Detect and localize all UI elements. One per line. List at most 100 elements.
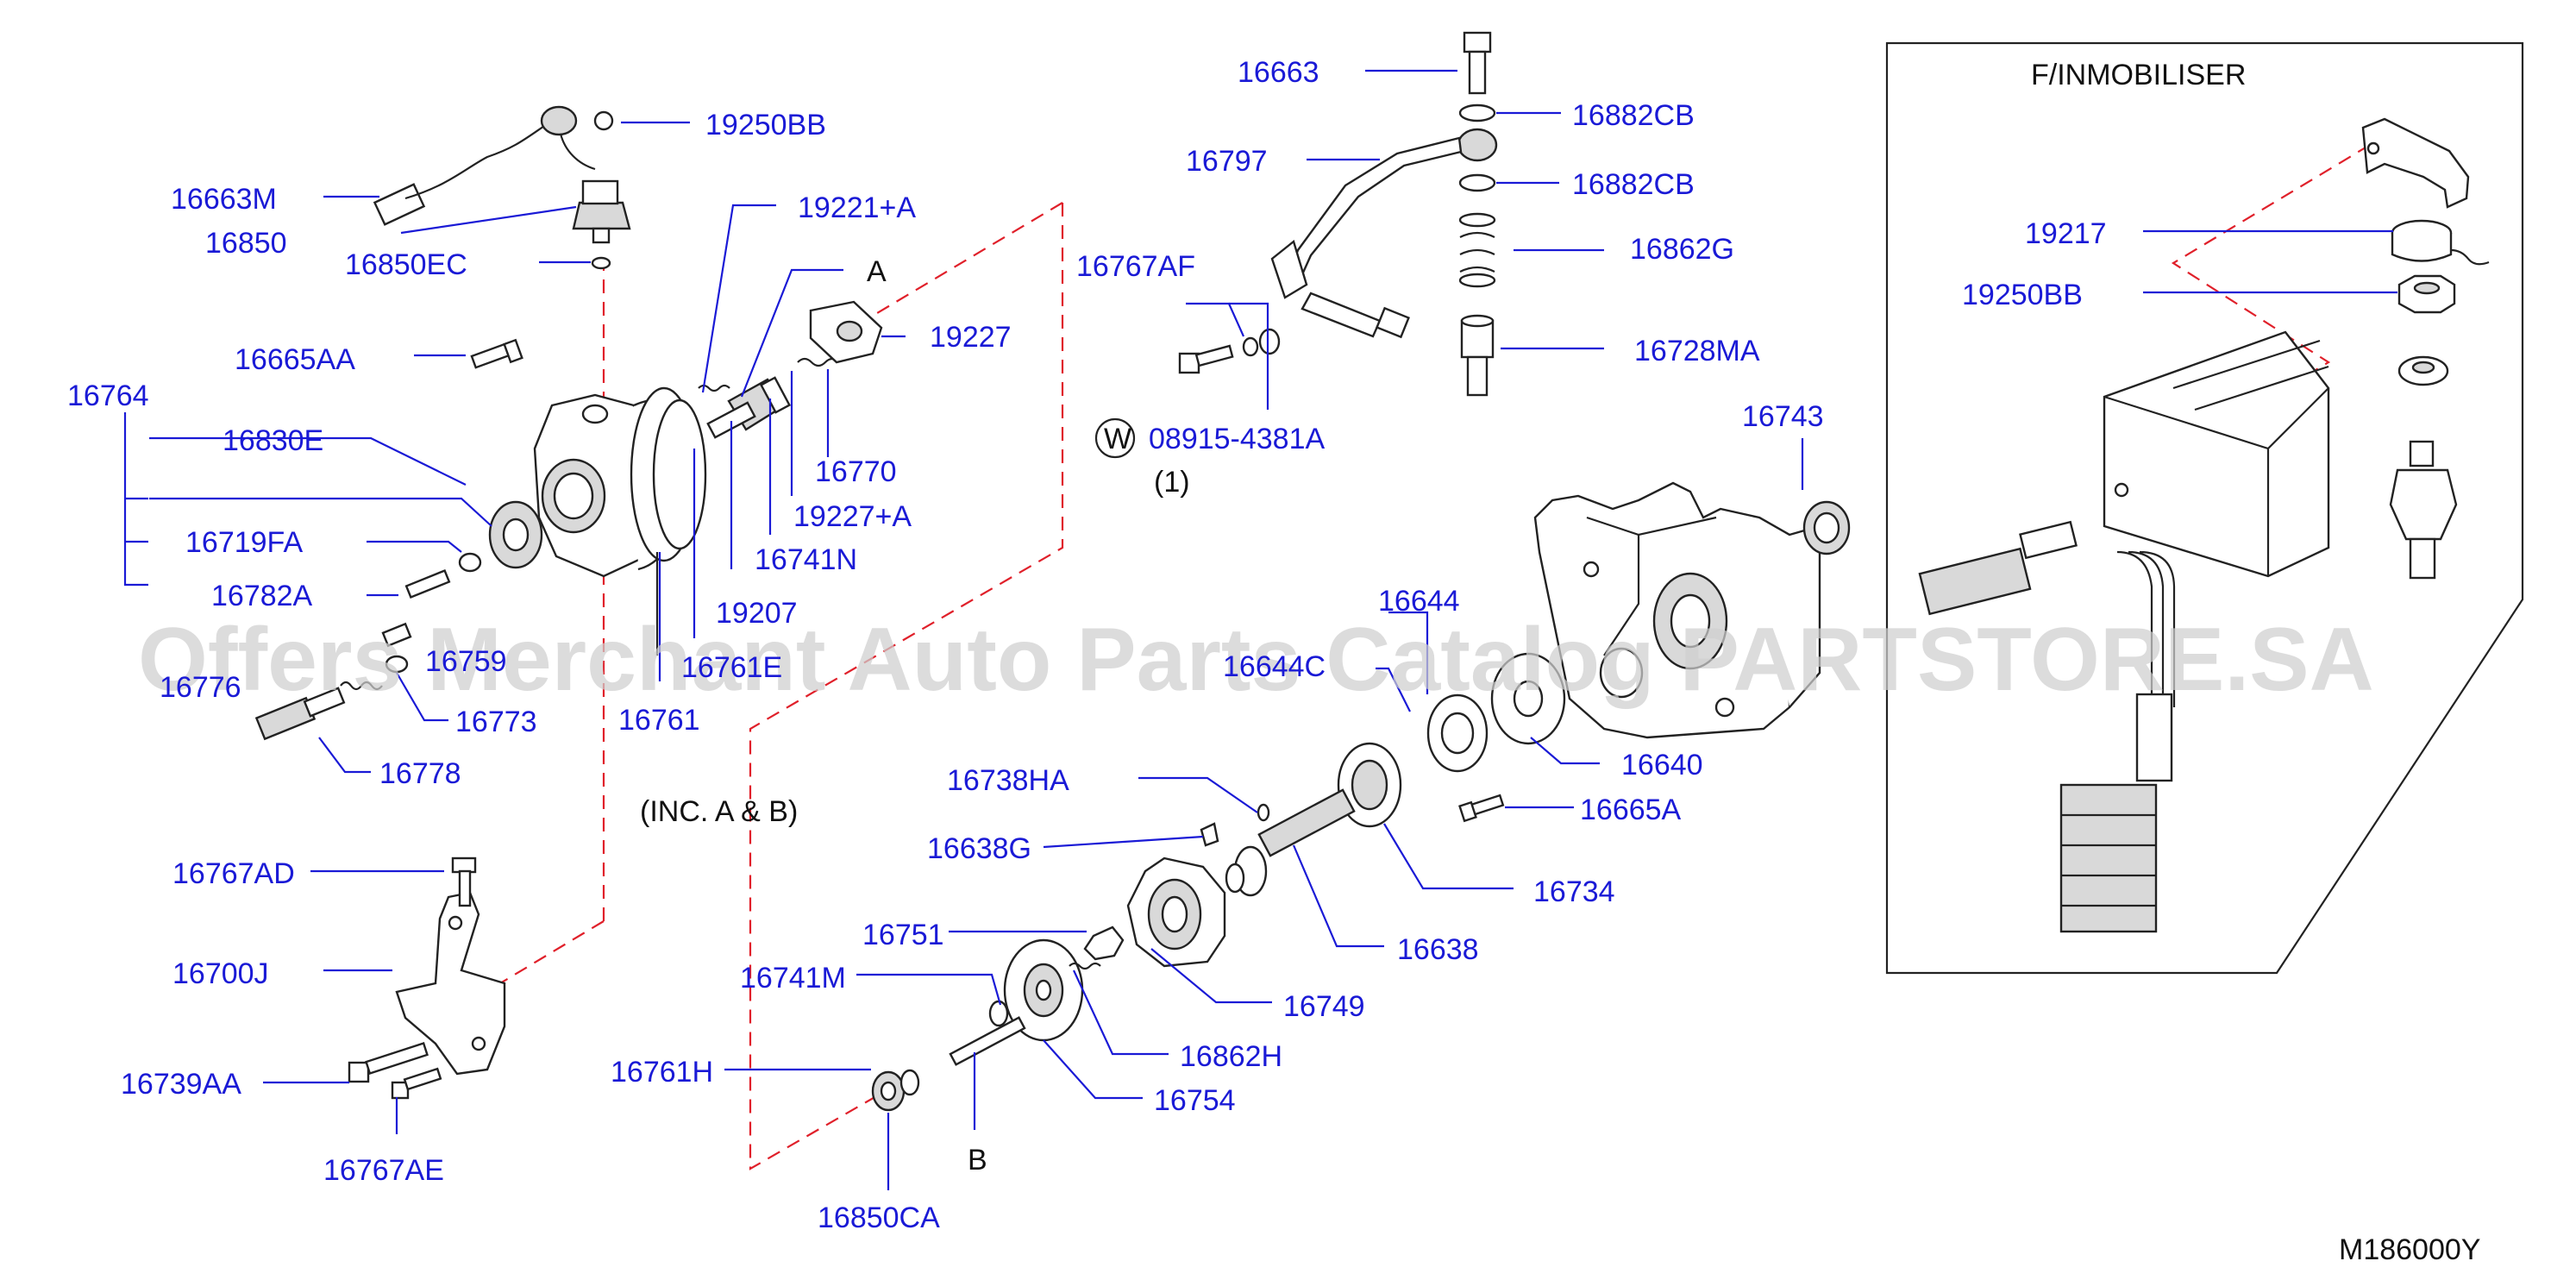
label-16862G: 16862G (1630, 233, 1734, 266)
cam-disc-16734-part (1337, 742, 1402, 828)
label-16767AF: 16767AF (1076, 250, 1195, 283)
label-W: W (1104, 423, 1131, 455)
label-16882CB-1: 16882CB (1572, 99, 1695, 132)
label-19207: 19207 (716, 597, 798, 630)
label-16728MA: 16728MA (1634, 335, 1760, 367)
clamp-inset-part (2361, 117, 2470, 209)
label-16644: 16644 (1378, 585, 1460, 618)
ring-16644-part (1426, 693, 1489, 773)
label-08915-4381A: 08915-4381A (1149, 423, 1326, 455)
pump-body-part (1533, 481, 1821, 739)
label-16749: 16749 (1283, 990, 1365, 1023)
fuel-cut-solenoid-part (572, 179, 631, 270)
label-16741N: 16741N (755, 543, 857, 576)
label-19217: 19217 (2025, 217, 2107, 250)
label-16764: 16764 (67, 380, 149, 412)
timer-sensor-16778-part (254, 622, 412, 741)
drive-shaft-16638-part (1225, 788, 1356, 897)
watermark: Offers Merchant Auto Parts Catalog PARTS… (138, 610, 2374, 710)
bolt-16739AA-part (348, 1042, 429, 1083)
feed-pump-16754-part (1003, 938, 1084, 1042)
bolt-16767AD-part (451, 856, 477, 907)
key-16738HA-part (1257, 803, 1270, 822)
spring-16862G-part (1458, 212, 1496, 288)
sensor-probe-inset-part (1918, 520, 2078, 616)
label-16700J: 16700J (172, 957, 269, 990)
key-16638G-part (1200, 822, 1219, 847)
label-16741M: 16741M (740, 962, 846, 995)
label-16850CA: 16850CA (818, 1202, 940, 1234)
label-16882CB-2: 16882CB (1572, 168, 1695, 201)
label-16739AA: 16739AA (121, 1068, 241, 1101)
gear-16749-part (1126, 856, 1226, 968)
label-16773: 16773 (455, 706, 537, 738)
shaft-16741M-part (949, 1000, 1026, 1066)
transponder-19217-part (2391, 219, 2490, 266)
label-16767AE: 16767AE (323, 1154, 444, 1187)
label-16770: 16770 (815, 455, 897, 488)
label-19221A: 19221+A (798, 191, 916, 224)
label-16751: 16751 (862, 919, 944, 951)
label-16850: 16850 (205, 227, 287, 260)
label-16743: 16743 (1742, 400, 1824, 433)
inset-title: F/INMOBILISER (2031, 59, 2246, 91)
bolt-16767AE-part (391, 1067, 442, 1100)
label-16734: 16734 (1533, 875, 1615, 908)
control-lever-16797-part (1270, 128, 1498, 339)
inset-frame (1885, 41, 2524, 975)
label-16850EC: 16850EC (345, 248, 467, 281)
spring-16862H-part (1069, 962, 1101, 970)
label-quantity-1: (1) (1154, 466, 1190, 499)
inset-boundary (2116, 144, 2371, 491)
label-16663: 16663 (1238, 56, 1319, 89)
label-19227A: 19227+A (793, 500, 912, 533)
washer-16882CB-part-2 (1458, 173, 1496, 192)
solenoid-inset-part (2389, 440, 2458, 580)
flange-19227-part (809, 300, 883, 364)
diagram-code: M186000Y (2339, 1233, 2480, 1266)
bolt-16767AF-part (1178, 328, 1281, 374)
washer-16882CB-part-1 (1458, 104, 1496, 122)
immobiliser-control-unit-part (2103, 330, 2330, 578)
nut-19250BB-inset-part (2397, 274, 2456, 314)
label-16830E: 16830E (223, 424, 323, 457)
label-19250BB-inset: 19250BB (1962, 279, 2083, 311)
label-16644C: 16644C (1223, 650, 1326, 683)
plate-16640-part (1490, 652, 1566, 745)
diaphragm-plate-part (630, 386, 707, 562)
label-A: A (867, 255, 887, 288)
bolt-16665AA-part (470, 338, 523, 369)
label-16754: 16754 (1154, 1084, 1236, 1117)
label-16778: 16778 (379, 757, 461, 790)
label-16761E: 16761E (681, 651, 782, 684)
leader-lines (123, 69, 2397, 1190)
screw-16665A-part (1458, 794, 1505, 823)
label-16776: 16776 (160, 671, 241, 704)
assembly-boundary-left (482, 202, 1063, 995)
stud-bolt-16663-part (1463, 31, 1492, 95)
label-inc-a-and-b: (INC. A & B) (640, 795, 798, 828)
roller-assembly-part (404, 500, 543, 599)
label-16719FA: 16719FA (185, 526, 303, 559)
label-16759: 16759 (425, 645, 507, 678)
washer-callout-W: W (1094, 417, 1136, 459)
label-16638: 16638 (1397, 933, 1479, 966)
washer-inset-part (2397, 355, 2449, 386)
label-16738HA: 16738HA (947, 764, 1069, 797)
label-16663M: 16663M (171, 183, 277, 216)
pin-16728MA-part (1460, 314, 1495, 397)
label-16665AA: 16665AA (235, 343, 355, 376)
delivery-valve-parts (698, 357, 840, 439)
label-16638G: 16638G (927, 832, 1031, 865)
wiring-connector-inset-part (2059, 550, 2176, 933)
part-labels: 19250BB 16663M 16850 16850EC 19221+A A 1… (67, 56, 2480, 1266)
sensor-harness-part (373, 105, 614, 226)
label-19227: 19227 (930, 321, 1012, 354)
label-16761H: 16761H (611, 1056, 713, 1089)
assembly-boundary-upper (749, 203, 1064, 1170)
gasket-16850CA-part (871, 1069, 920, 1112)
label-16767AD: 16767AD (172, 857, 295, 890)
coupling-16751-part (1083, 925, 1125, 961)
label-16640: 16640 (1621, 749, 1703, 781)
